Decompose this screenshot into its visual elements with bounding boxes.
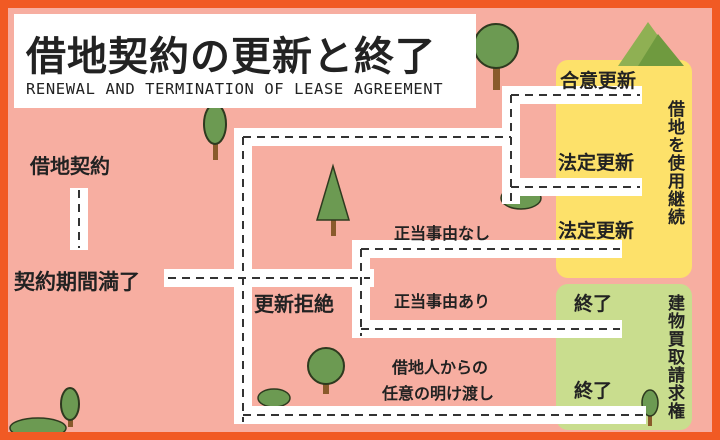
node-contract-expiry: 契約期間満了 (14, 270, 140, 294)
diagram-canvas: 借地契約の更新と終了 RENEWAL AND TERMINATION OF LE… (8, 8, 712, 432)
node-lease-contract: 借地契約 (30, 154, 110, 178)
node-renewal-refusal: 更新拒絶 (254, 292, 334, 316)
node-voluntary-surrender-line2: 任意の明け渡し (382, 384, 495, 403)
title-block: 借地契約の更新と終了 RENEWAL AND TERMINATION OF LE… (14, 14, 476, 108)
node-just-cause: 正当事由あり (394, 292, 491, 311)
tree-icon (473, 23, 519, 90)
page-title: 借地契約の更新と終了 (26, 34, 436, 80)
pine-tree-icon (315, 163, 351, 236)
decoration-layer (9, 22, 684, 432)
tree-icon (60, 387, 80, 427)
side-label-purchase-request: 建物買取請求権 (664, 294, 684, 420)
outcome-termination-2: 終了 (574, 380, 613, 402)
page-subtitle: RENEWAL AND TERMINATION OF LEASE AGREEME… (26, 80, 444, 98)
tree-icon (307, 347, 345, 394)
road-dashes (78, 94, 644, 422)
tree-icon (203, 103, 227, 160)
outcome-statutory-renewal-2: 法定更新 (558, 220, 635, 242)
outcome-agreed-renewal: 合意更新 (560, 70, 637, 92)
node-no-just-cause: 正当事由なし (394, 224, 491, 243)
mountain-icon (618, 22, 684, 66)
bush-icon (9, 417, 67, 432)
side-label-continued-use: 借地を使用継続 (664, 100, 684, 226)
bush-icon (257, 388, 291, 408)
purchase-request-panel (556, 284, 692, 430)
outcome-termination-1: 終了 (574, 293, 613, 315)
outcome-statutory-renewal-1: 法定更新 (558, 152, 635, 174)
node-voluntary-surrender-line1: 借地人からの (392, 358, 489, 377)
